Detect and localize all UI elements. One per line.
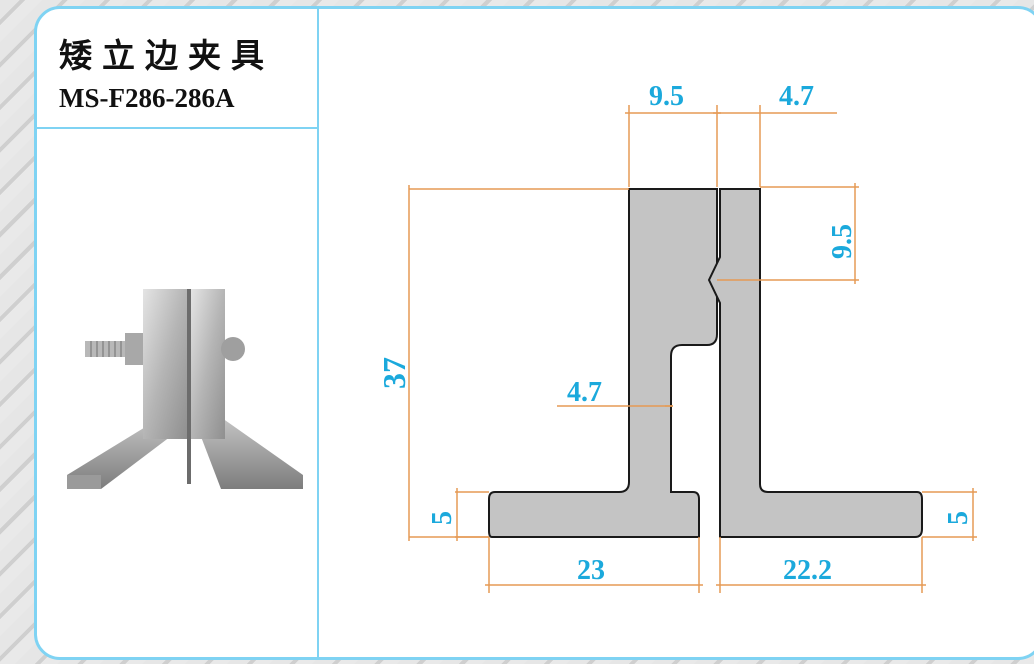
dim-total-height: 37 (376, 357, 412, 389)
right-clamp-profile (707, 188, 923, 538)
nut (125, 333, 143, 365)
dim-top-left-width: 9.5 (649, 81, 684, 112)
dimension-lines (408, 105, 977, 593)
left-upright (143, 289, 187, 439)
dim-right-foot-width: 22.2 (783, 555, 832, 586)
product-title: 矮立边夹具 (59, 36, 274, 75)
dim-left-foot-width: 23 (577, 555, 605, 586)
left-clamp-profile (488, 188, 718, 538)
left-panel: 矮立边夹具 MS-F286-286A (37, 9, 319, 657)
right-upright (191, 289, 225, 439)
dim-stem-width: 4.7 (567, 377, 602, 408)
dim-top-right-width: 4.7 (779, 81, 814, 112)
nut-right (221, 337, 245, 361)
dim-left-foot-height: 5 (427, 511, 458, 525)
product-card: 矮立边夹具 MS-F286-286A (34, 6, 1034, 660)
model-number: MS-F286-286A (59, 83, 235, 113)
product-photo (67, 289, 303, 489)
dim-notch-height: 9.5 (827, 224, 858, 259)
title-box: 矮立边夹具 MS-F286-286A (37, 9, 317, 129)
dim-right-foot-height: 5 (943, 511, 974, 525)
technical-drawing: 9.5 4.7 9.5 37 4.7 5 5 23 22.2 (376, 81, 977, 593)
